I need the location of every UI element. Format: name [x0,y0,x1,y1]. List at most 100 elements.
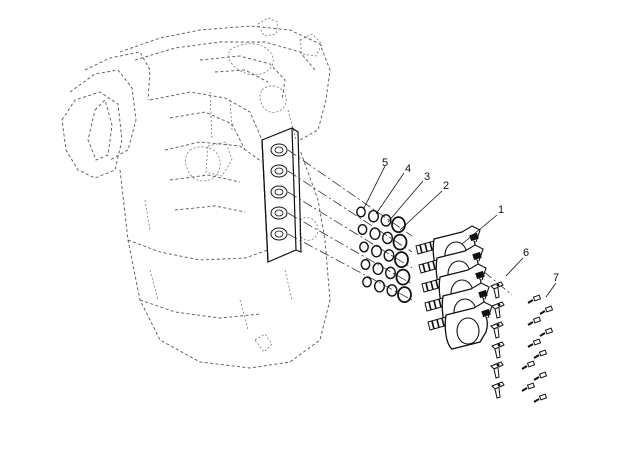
bolt [533,349,548,359]
solenoid-ridge [429,242,433,251]
solenoid-coil [456,317,480,345]
seal-ring [369,227,381,240]
bolt [533,393,548,403]
retainer-bracket [491,301,505,319]
callout-3: 3 [424,171,430,183]
seal-ring [357,223,368,235]
bolt [521,360,536,370]
seal-ring [360,259,371,271]
solenoid-ridge [431,320,435,330]
solenoid-ridge [436,319,440,328]
seal-ring [383,249,395,262]
leader-6 [505,257,524,277]
seal-ring [371,244,383,258]
bolt [527,316,542,326]
valve-port [270,185,288,199]
solenoid-ridge [438,299,442,308]
bracket-leg [494,307,501,319]
bolt-head [544,305,554,313]
solenoid-ridge [435,280,439,289]
bolt-shank [527,299,534,304]
valve-body-plate [261,127,302,263]
callout-2: 2 [443,180,449,192]
bracket-hole [496,323,500,327]
seal-ring [368,209,380,223]
callout-4: 4 [405,163,411,175]
bolt-shank [521,365,528,370]
solenoid-ridge [422,263,426,273]
leader-2 [399,190,443,231]
transmission-housing-outline [61,17,331,369]
bolt [521,382,536,392]
solenoid-connector-latch [475,270,485,280]
callout-1: 1 [498,204,504,216]
valve-port [270,143,288,157]
bracket-leg [493,327,500,339]
bolt-shank [527,343,534,348]
callout-5: 5 [382,157,388,169]
bracket-hole [497,383,501,387]
seal-ring [395,268,411,286]
bolt-shank [533,376,540,381]
alignment-line [287,149,413,237]
leader-4 [375,172,405,215]
bracket-hole [496,363,500,367]
solenoid-ridge [424,243,428,252]
solenoid-valve [427,301,493,350]
seal-ring [374,279,386,293]
solenoid-ridge [432,261,436,270]
solenoid-ridge [425,282,429,292]
solenoid-ridge [441,318,445,327]
solenoid-ridge [427,262,431,271]
valve-port-inner [274,188,284,196]
solenoid-connector-latch [481,308,491,318]
solenoid-connector-latch [472,251,482,261]
bracket-hole [497,303,501,307]
bolt [533,371,548,381]
bracket-leg [493,287,500,299]
bracket-leg [494,387,501,399]
bracket-leg [494,347,501,359]
retainer-bracket [491,381,505,399]
valve-port-inner [274,167,284,175]
solenoid-ridge [433,300,437,309]
retainer-bracket-group [490,281,505,399]
seal-ring [359,241,369,253]
seal-ring [385,266,397,280]
alignment-line [287,191,413,269]
retainer-bracket [490,361,504,379]
valve-port-inner [274,209,284,217]
alignment-line [287,212,413,285]
bolt [539,327,554,337]
callout-7: 7 [553,272,559,284]
bolt-shank [533,354,540,359]
bolt-head [532,316,542,324]
bolt-head [538,393,548,401]
alignment-lines [287,149,513,301]
bolt-shank [539,332,546,337]
seal-ring [397,286,412,304]
seal-ring [382,231,394,245]
bolt-group [521,294,554,403]
bracket-hole [497,343,501,347]
leader-3 [387,180,424,223]
seal-ring [372,262,384,276]
bolt-head [532,338,542,346]
callout-labels: 1 2 3 4 5 6 7 [382,157,559,284]
retainer-bracket [490,321,504,339]
bolt-head [526,382,536,390]
leader-5 [363,165,386,209]
valve-port-inner [274,146,284,154]
seal-ring [392,233,408,251]
bolt [527,338,542,348]
callout-6: 6 [523,247,529,259]
bracket-leg [493,367,500,379]
leader-7 [545,282,557,298]
bolt-shank [539,310,546,315]
callout-leaders [363,165,557,298]
bolt-shank [521,387,528,392]
bolt-head [532,294,542,302]
alignment-line [287,170,413,253]
